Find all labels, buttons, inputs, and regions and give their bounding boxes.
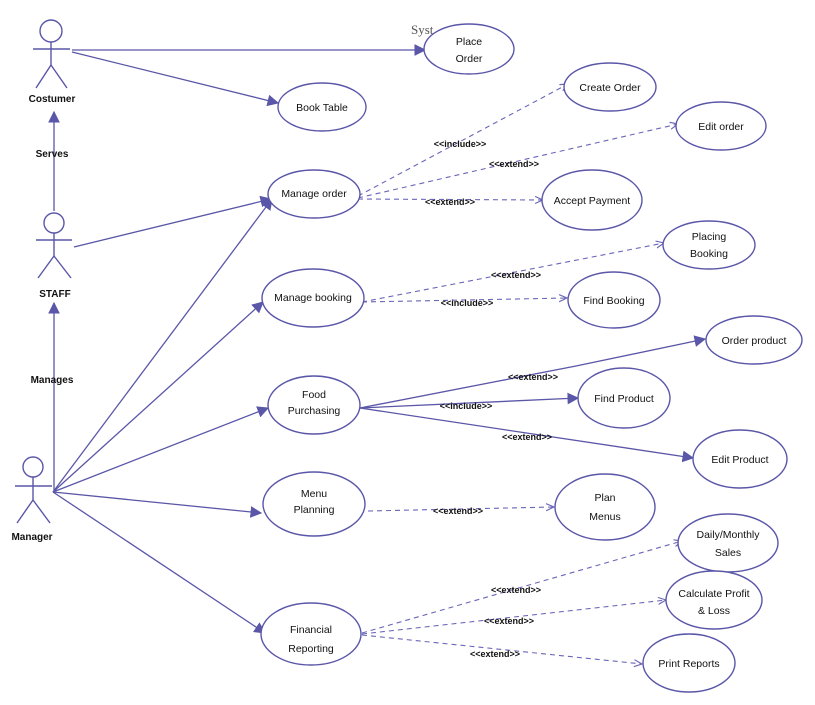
assoc-staff-manage-order [73,195,273,248]
use-case-manage-order-label: Manage order [281,188,347,200]
use-case-order-product-label: Order product [722,335,787,347]
actor-staff-label: STAFF [39,289,70,300]
use-case-placing-booking-line2: Booking [690,248,728,260]
assoc-manager-financial-reporting [52,491,266,634]
dep-manage-order-accept-payment [357,199,543,200]
use-case-manage-booking[interactable]: Manage booking [261,268,365,328]
use-case-edit-order[interactable]: Edit order [675,101,767,151]
use-case-plan-menus[interactable]: Plan Menus [554,473,656,541]
dep-manage-order-create-order [357,84,568,197]
assoc-manager-food-purchasing [52,406,270,493]
actor-staff[interactable]: STAFF [36,212,72,300]
dep-food-purchasing-find-product [359,392,580,409]
actor-customer-label: Costumer [29,94,76,105]
use-case-food-purchasing-line2: Purchasing [288,405,341,417]
use-case-manage-order[interactable]: Manage order [267,169,361,219]
use-case-placing-booking-line1: Placing [692,231,727,243]
use-case-plan-menus-line2: Menus [589,511,621,523]
use-case-menu-planning-line1: Menu [301,488,327,500]
stereo-fr-sales: <<extend>> [491,585,541,595]
use-case-find-product[interactable]: Find Product [577,367,671,429]
use-case-financial-reporting-line2: Reporting [288,643,334,655]
use-case-create-order[interactable]: Create Order [563,62,657,112]
actor-customer[interactable]: Costumer [29,19,76,105]
stereo-fp-order: <<extend>> [508,372,558,382]
dep-manage-booking-placing-booking [361,243,664,303]
use-case-find-product-label: Find Product [594,393,654,405]
use-case-financial-reporting[interactable]: Financial Reporting [260,602,362,666]
use-case-place-order[interactable]: Place Order [423,23,515,75]
use-case-calculate-profit-loss-line1: Calculate Profit [678,588,749,600]
assoc-customer-book-table [71,51,280,107]
dep-financial-reporting-profit-loss [361,600,666,635]
dep-food-purchasing-order-product [359,335,707,409]
dep-food-purchasing-edit-product [359,407,695,463]
stereo-fp-edit: <<extend>> [502,432,552,442]
use-case-book-table[interactable]: Book Table [277,82,367,132]
use-case-order-product[interactable]: Order product [705,315,803,365]
stereo-mo-payment: <<extend>> [425,197,475,207]
manages-label: Manages [31,375,74,386]
use-case-plan-menus-line1: Plan [594,492,615,504]
use-case-place-order-line1: Place [456,36,482,48]
dep-manage-order-edit-order [357,124,678,199]
stereo-mo-edit: <<extend>> [489,159,539,169]
system-label: Syst [411,22,434,37]
stereo-mb-placing: <<extend>> [491,270,541,280]
stereo-mb-find: <<include>> [441,298,494,308]
stereo-fp-find: <<include>> [440,401,493,411]
stereo-mo-create: <<include>> [434,139,487,149]
use-case-daily-monthly-sales[interactable]: Daily/Monthly Sales [677,513,779,573]
use-case-edit-product[interactable]: Edit Product [692,429,788,489]
dep-manage-booking-find-booking [361,298,567,303]
use-case-financial-reporting-line1: Financial [290,624,332,636]
use-case-edit-order-label: Edit order [698,121,744,133]
use-case-print-reports[interactable]: Print Reports [642,633,736,693]
use-case-menu-planning[interactable]: Menu Planning [262,471,366,537]
assoc-manager-manage-booking [52,301,264,493]
use-case-print-reports-label: Print Reports [658,658,719,670]
use-case-daily-monthly-sales-line1: Daily/Monthly [696,529,760,541]
use-case-calculate-profit-loss-line2: & Loss [698,605,730,617]
use-case-food-purchasing[interactable]: Food Purchasing [267,375,361,435]
assoc-manager-manage-order [52,198,273,493]
use-case-find-booking[interactable]: Find Booking [567,271,661,329]
use-case-accept-payment[interactable]: Accept Payment [541,169,643,231]
use-case-menu-planning-line2: Planning [294,504,335,516]
use-case-daily-monthly-sales-line2: Sales [715,547,741,559]
dep-menu-planning-plan-menus [367,507,554,512]
use-case-manage-booking-label: Manage booking [274,292,352,304]
use-case-calculate-profit-loss[interactable]: Calculate Profit & Loss [665,570,763,630]
stereo-fr-profit: <<extend>> [484,616,534,626]
dep-financial-reporting-print-reports [361,634,642,664]
use-case-place-order-line2: Order [456,53,483,65]
actor-manager[interactable]: Manager [11,456,53,543]
use-case-placing-booking[interactable]: Placing Booking [662,220,756,270]
use-case-edit-product-label: Edit Product [711,454,768,466]
serves-label: Serves [36,149,69,160]
use-case-food-purchasing-line1: Food [302,389,326,401]
use-case-accept-payment-label: Accept Payment [554,195,631,207]
stereo-fr-print: <<extend>> [470,649,520,659]
dep-financial-reporting-sales [361,541,682,634]
stereo-mp-plan: <<extend>> [433,506,483,516]
use-case-create-order-label: Create Order [579,82,641,94]
actor-manager-label: Manager [11,532,52,543]
assoc-manager-menu-planning [52,491,263,518]
use-case-book-table-label: Book Table [296,102,348,114]
use-case-find-booking-label: Find Booking [583,295,644,307]
